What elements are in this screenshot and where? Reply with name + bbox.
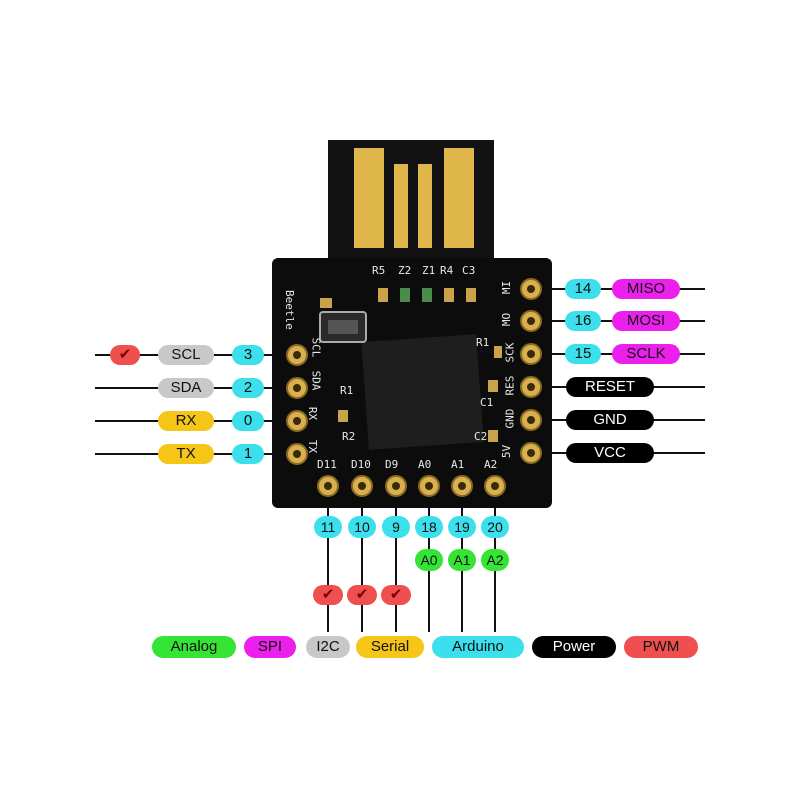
arduino-pin-number: 2	[232, 378, 264, 398]
arduino-pin-number: 15	[565, 344, 601, 364]
component-label: Z2	[398, 264, 412, 277]
component-label: R2	[342, 430, 356, 443]
component-label: R4	[440, 264, 454, 277]
arduino-pin-number: 11	[314, 516, 342, 538]
pin-function-label: MISO	[612, 279, 680, 299]
smd-part	[378, 288, 388, 302]
pin-hole	[527, 350, 535, 358]
pin-function-label: VCC	[566, 443, 654, 463]
pin-silk-label: RES	[503, 375, 517, 396]
pin-hole	[324, 482, 332, 490]
pin-function-label: RX	[158, 411, 214, 431]
pin-silk-label: 5V	[500, 444, 514, 459]
legend-item-arduino: Arduino	[432, 636, 524, 658]
analog-pin-label: A1	[448, 549, 476, 571]
smd-part	[488, 430, 498, 442]
arduino-pin-number: 10	[348, 516, 376, 538]
pin-hole	[293, 384, 301, 392]
legend-item-i2c: I2C	[306, 636, 350, 658]
legend-item-pwm: PWM	[624, 636, 698, 658]
legend-item-serial: Serial	[356, 636, 424, 658]
pin-function-label: MOSI	[612, 311, 680, 331]
arduino-pin-number: 19	[448, 516, 476, 538]
pin-hole	[392, 482, 400, 490]
pin-function-label: TX	[158, 444, 214, 464]
pin-hole	[293, 450, 301, 458]
pin-silk-label: MO	[500, 312, 514, 327]
legend-item-spi: SPI	[244, 636, 296, 658]
pin-function-label: SCL	[158, 345, 214, 365]
pin-silk-label: MI	[500, 280, 514, 295]
pin-hole	[527, 416, 535, 424]
pwm-check-icon: ✔	[347, 585, 377, 605]
reset-component-core	[328, 320, 358, 334]
pwm-check-icon: ✔	[313, 585, 343, 605]
pin-silk-label: TX	[306, 439, 320, 454]
usb-contact	[354, 148, 384, 248]
component-label: R5	[372, 264, 386, 277]
board-name: Beetle	[283, 290, 296, 330]
usb-contact	[418, 164, 432, 248]
smd-part	[444, 288, 454, 302]
pin-silk-label: D11	[317, 458, 337, 471]
pin-hole	[527, 449, 535, 457]
analog-pin-label: A2	[481, 549, 509, 571]
component-label: Z1	[422, 264, 436, 277]
pin-pads	[286, 278, 542, 497]
arduino-pin-number: 20	[481, 516, 509, 538]
arduino-pin-number: 0	[232, 411, 264, 431]
pin-hole	[527, 285, 535, 293]
pin-silk-label: D10	[351, 458, 371, 471]
pin-function-label: SCLK	[612, 344, 680, 364]
pwm-check-icon: ✔	[110, 345, 140, 365]
pin-silk-label: SDA	[309, 370, 323, 391]
smd-part	[400, 288, 410, 302]
pin-hole	[293, 351, 301, 359]
component-label: C1	[480, 396, 494, 409]
arduino-pin-number: 14	[565, 279, 601, 299]
pin-hole	[527, 383, 535, 391]
pin-hole	[491, 482, 499, 490]
pin-function-label: SDA	[158, 378, 214, 398]
arduino-pin-number: 16	[565, 311, 601, 331]
pin-function-label: GND	[566, 410, 654, 430]
arduino-pin-number: 9	[382, 516, 410, 538]
analog-pin-label: A0	[415, 549, 443, 571]
smd-part	[488, 380, 498, 392]
mcu-chip	[361, 334, 484, 450]
smd-part	[422, 288, 432, 302]
pin-silk-label: A0	[418, 458, 432, 471]
component-label: C3	[462, 264, 476, 277]
pin-silk-label: SCK	[503, 342, 517, 363]
pin-silk-label: D9	[385, 458, 399, 471]
pin-hole	[458, 482, 466, 490]
arduino-pin-number: 3	[232, 345, 264, 365]
smd-part	[338, 410, 348, 422]
pin-hole	[425, 482, 433, 490]
pin-silk-label: A1	[451, 458, 465, 471]
pin-hole	[527, 317, 535, 325]
smd-part	[466, 288, 476, 302]
pin-hole	[358, 482, 366, 490]
component-label: C2	[474, 430, 488, 443]
usb-contact	[394, 164, 408, 248]
pin-silk-label: RX	[306, 406, 320, 421]
pin-function-label: RESET	[566, 377, 654, 397]
smd-part	[494, 346, 502, 358]
pin-silk-label: GND	[503, 408, 517, 429]
component-label: R1	[340, 384, 354, 397]
legend-item-analog: Analog	[152, 636, 236, 658]
component-label: R1	[476, 336, 490, 349]
pin-hole	[293, 417, 301, 425]
arduino-pin-number: 18	[415, 516, 443, 538]
pin-silk-label: A2	[484, 458, 498, 471]
arduino-pin-number: 1	[232, 444, 264, 464]
legend-item-power: Power	[532, 636, 616, 658]
pin-silk-label: SCL	[309, 337, 323, 358]
usb-contact	[444, 148, 474, 248]
smd-part	[320, 298, 332, 308]
pwm-check-icon: ✔	[381, 585, 411, 605]
